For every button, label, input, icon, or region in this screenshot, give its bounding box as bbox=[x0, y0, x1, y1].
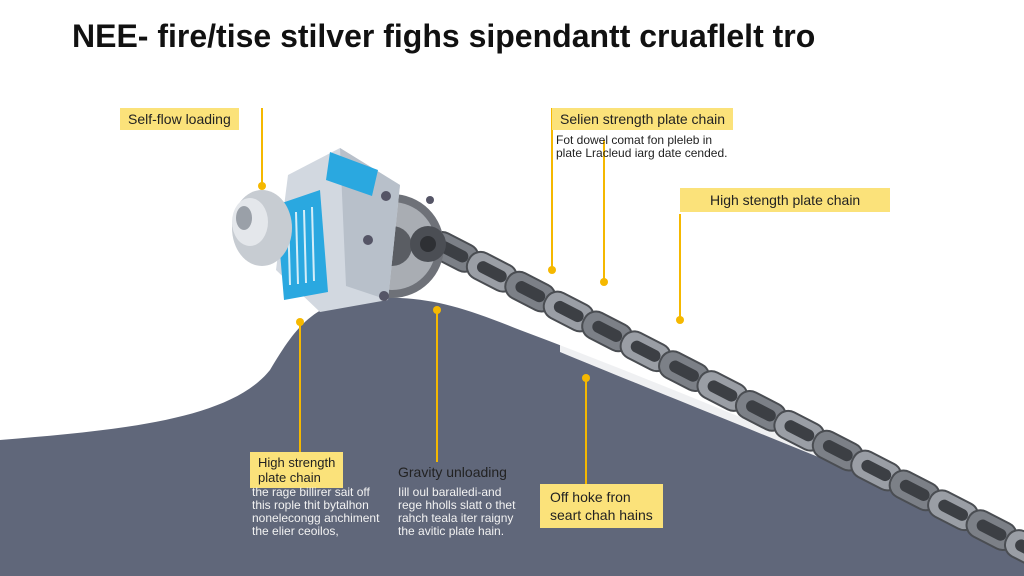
label-strength-plate-chain-top: Selien strength plate chain bbox=[552, 108, 733, 130]
note-strength-bottom: the rage billirer sait off this rople th… bbox=[252, 485, 380, 538]
label-gravity-unloading: Gravity unloading bbox=[398, 464, 507, 480]
leader-lines bbox=[261, 108, 681, 484]
ground-slope bbox=[0, 297, 1024, 576]
chain-link bbox=[773, 409, 826, 452]
note-gravity: Iill oul baralledi-and rege hholls slatt… bbox=[398, 485, 516, 538]
label-self-flow-loading: Self-flow loading bbox=[120, 108, 239, 130]
diagram-title: NEE- fire/tise stilver fighs sipendantt … bbox=[72, 18, 816, 54]
leader-dots bbox=[258, 182, 684, 382]
label-high-stength-plate-chain: High stength plate chain bbox=[680, 188, 891, 212]
label-high-strength-plate-chain-bottom: High strength plate chain bbox=[250, 452, 344, 488]
chain-link bbox=[927, 489, 980, 532]
label-off-hoke: Off hoke fron seart chah hains bbox=[540, 484, 663, 528]
note-strength-top: Fot dowel comat fon pleleb in plate Lrac… bbox=[556, 133, 728, 160]
drive-motor bbox=[232, 148, 446, 312]
